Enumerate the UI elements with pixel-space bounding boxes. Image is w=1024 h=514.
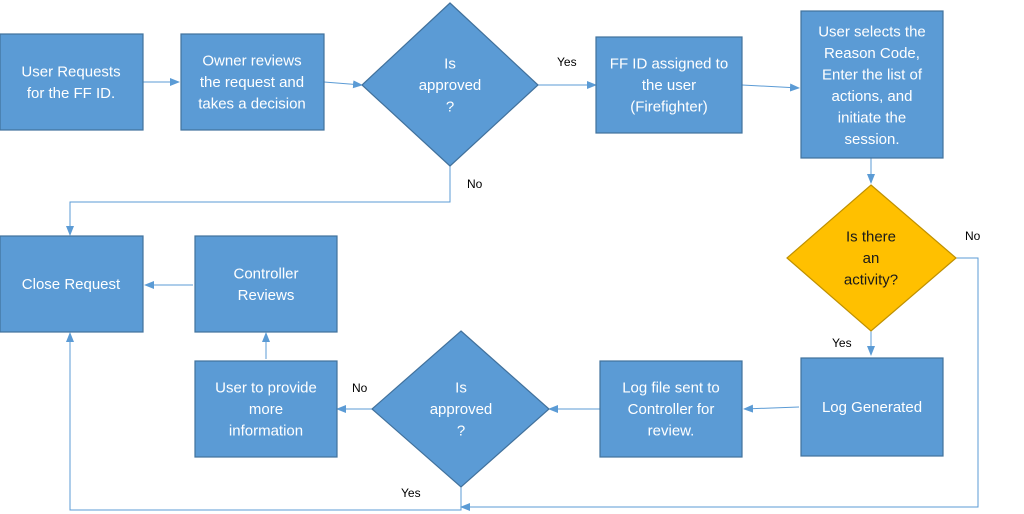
edge-label-approved-1-no: No: [467, 177, 483, 191]
node-label-user-provide: User to provide more information: [215, 380, 317, 440]
node-label-line: ?: [446, 99, 454, 116]
node-label-log-generated: Log Generated: [822, 399, 922, 416]
node-is-approved-1: Is approved?: [361, 2, 539, 167]
node-label-line: User to provide: [215, 380, 317, 397]
edge-approved-2-yes-to-close-request: [66, 332, 462, 511]
node-label-line: Enter the list of: [822, 66, 923, 83]
node-label-line: Close Request: [22, 276, 121, 293]
node-label-line: Reviews: [238, 287, 295, 304]
node-label-line: the request and: [200, 74, 304, 91]
node-label-line: activity?: [844, 272, 898, 289]
node-label-line: User selects the: [818, 23, 926, 40]
node-label-line: Reason Code,: [824, 45, 920, 62]
node-is-activity: Is there an activity?: [786, 184, 957, 332]
node-label-line: Controller for: [628, 401, 715, 418]
node-label-line: for the FF ID.: [27, 85, 115, 102]
node-label-line: session.: [844, 131, 899, 148]
node-label-line: initiate the: [838, 109, 906, 126]
edge-activity-no-to-merge: [460, 257, 979, 511]
node-owner-reviews: Owner reviews the request and takes a deci…: [180, 33, 325, 131]
node-label-close-request: Close Request: [22, 276, 121, 293]
edge-label-approved-2-no: No: [352, 381, 368, 395]
node-label-line: Is: [455, 380, 467, 397]
edge-label-approved-1-yes: Yes: [557, 55, 577, 69]
node-label-line: more: [249, 401, 283, 418]
node-label-line: User Requests: [21, 63, 120, 80]
node-label-ff-assigned: FF ID assigned to the user (Firefighter): [610, 56, 728, 116]
node-label-line: takes a decision: [198, 96, 306, 113]
node-user-requests: User Requests for the FF ID.: [0, 33, 144, 131]
edge-owner-reviews-to-approved-1: [323, 80, 363, 89]
node-ff-assigned: FF ID assigned to the user (Firefighter): [595, 36, 743, 134]
node-label-line: ?: [457, 423, 465, 440]
node-label-line: Is there: [846, 229, 896, 246]
node-log-generated: Log Generated: [800, 357, 944, 457]
node-label-line: FF ID assigned to: [610, 56, 728, 73]
node-label-line: review.: [648, 423, 695, 440]
node-close-request: Close Request: [0, 235, 144, 333]
node-log-file-sent: Log file sent to Controller for review.: [599, 360, 743, 458]
edge-label-activity-no: No: [965, 229, 981, 243]
node-label-line: approved: [419, 77, 482, 94]
node-label-line: actions, and: [832, 88, 913, 105]
node-label-is-activity: Is there an activity?: [844, 229, 898, 289]
connectors: [66, 78, 979, 511]
edge-label-approved-2-yes: Yes: [401, 486, 421, 500]
node-is-approved-2: Is approved?: [371, 330, 550, 488]
node-label-is-approved-2: Is approved?: [430, 380, 493, 440]
edge-label-activity-yes: Yes: [832, 336, 852, 350]
node-label-owner-reviews: Owner reviews the request and takes a deci…: [198, 53, 306, 113]
node-label-line: the user: [642, 77, 696, 94]
node-label-line: information: [229, 423, 303, 440]
edge-log-generated-to-log-file-sent: [743, 404, 800, 413]
edge-ff-assigned-to-user-selects: [741, 83, 800, 92]
node-label-line: an: [863, 250, 880, 267]
node-user-provide: User to provide more information: [194, 360, 338, 458]
node-label-line: approved: [430, 401, 493, 418]
node-label-line: Owner reviews: [202, 53, 301, 70]
node-label-line: Log file sent to: [622, 380, 720, 397]
node-label-log-file-sent: Log file sent to Controller for review.: [622, 380, 720, 440]
node-label-line: Is: [444, 56, 456, 73]
edge-approved-1-no-to-close-request: [66, 166, 451, 236]
node-label-line: Controller: [233, 265, 298, 282]
node-label-line: Log Generated: [822, 399, 922, 416]
node-label-line: (Firefighter): [630, 99, 708, 116]
node-label-user-requests: User Requests for the FF ID.: [21, 63, 120, 102]
node-label-is-approved-1: Is approved?: [419, 56, 482, 116]
